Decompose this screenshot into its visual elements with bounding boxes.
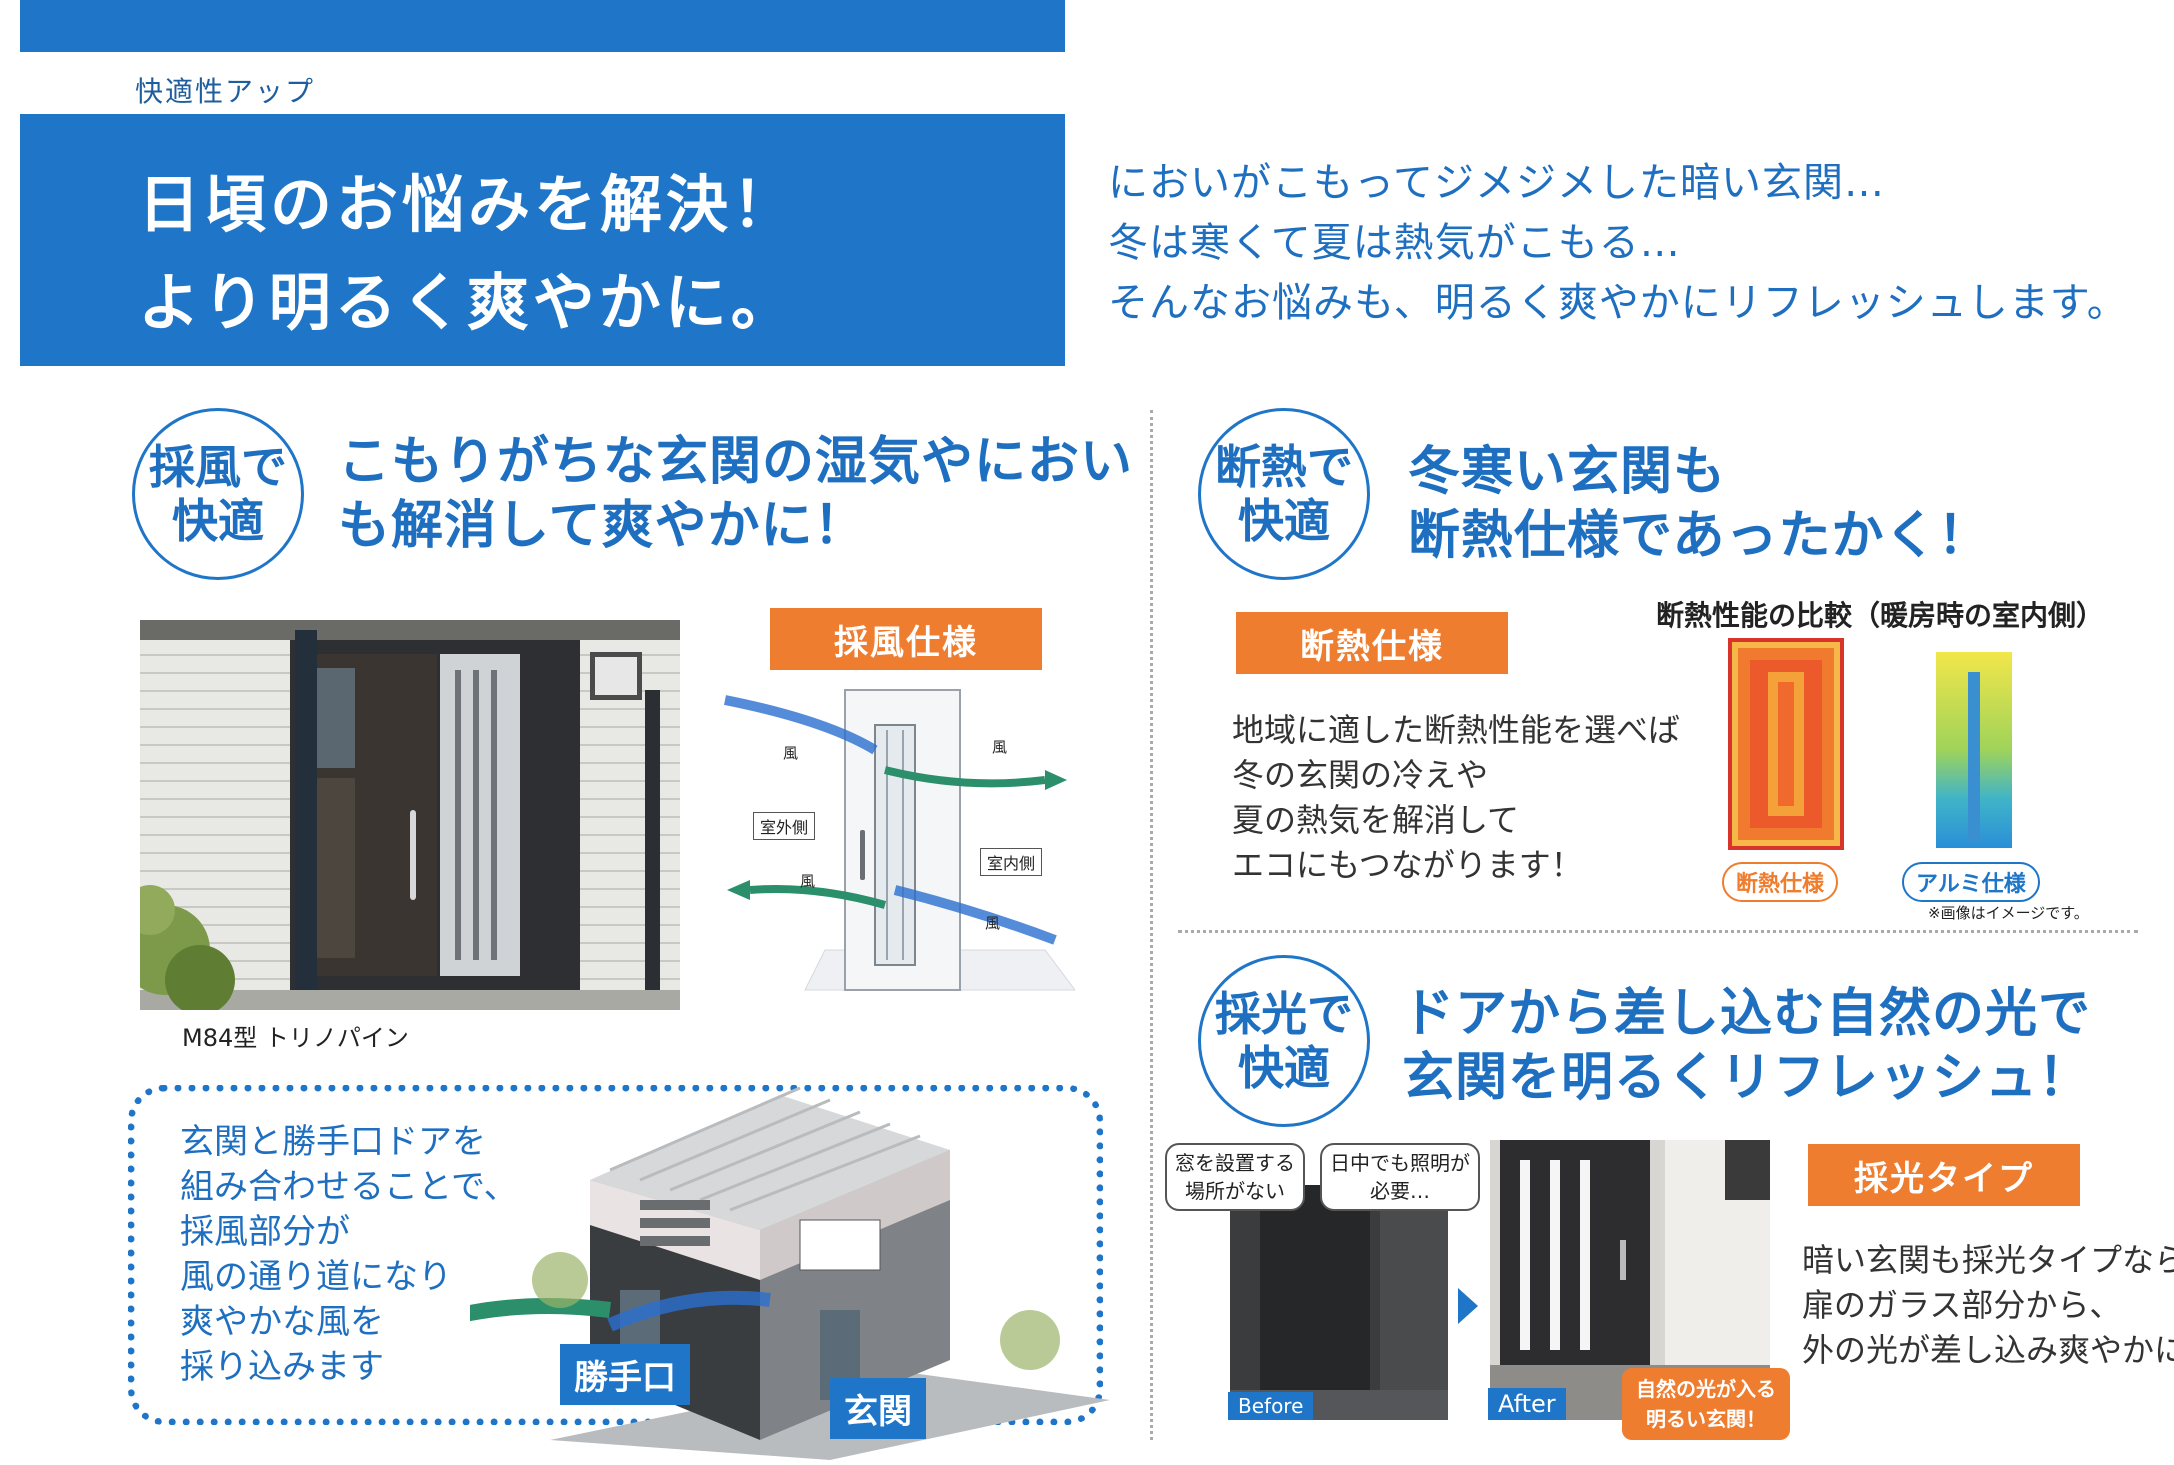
insulation-heading: 冬寒い玄関も 断熱仕様であったかく！ xyxy=(1408,440,1990,568)
aluminum-label: アルミ仕様 xyxy=(1902,862,2040,902)
insulation-body-line-4: エコにもつながります！ xyxy=(1232,846,1583,884)
daylight-heading-line-1: ドアから差し込む自然の光で xyxy=(1402,984,2092,1044)
ventilation-heading: こもりがちな玄関の湿気やにおい も解消して爽やかに！ xyxy=(338,430,1133,558)
insulation-badge-line-1: 断熱で xyxy=(1215,440,1353,494)
after-callout-line-1: 自然の光が入る xyxy=(1636,1377,1776,1401)
ventilation-diagram-svg xyxy=(724,689,1076,991)
door-photo-caption: M84型 トリノパイン xyxy=(182,1024,409,1052)
image-note: ※画像はイメージです。 xyxy=(1928,904,2089,922)
intro-line-1: においがこもってジメジメした暗い玄関… xyxy=(1108,160,1885,206)
combo-text-line-5: 爽やかな風を xyxy=(180,1302,384,1342)
inside-label: 室内側 xyxy=(980,848,1043,876)
back-door-tag: 勝手口 xyxy=(560,1344,690,1405)
insulation-spec-tag: 断熱仕様 xyxy=(1236,612,1508,674)
house-illustration-svg xyxy=(442,1086,1110,1460)
after-callout: 自然の光が入る 明るい玄関！ xyxy=(1622,1368,1790,1440)
daylight-badge: 採光で 快適 xyxy=(1198,955,1370,1127)
combo-text-line-2: 組み合わせることで、 xyxy=(180,1167,518,1207)
daylight-badge-line-2: 快適 xyxy=(1238,1041,1330,1095)
bubble-need-light-line-1: 日中でも照明が xyxy=(1330,1151,1470,1175)
bubble-no-window-line-2: 場所がない xyxy=(1185,1179,1285,1203)
ventilation-heading-line-2: も解消して爽やかに！ xyxy=(338,496,867,556)
door-photo xyxy=(140,620,680,1010)
daylight-heading: ドアから差し込む自然の光で 玄関を明るくリフレッシュ！ xyxy=(1402,982,2091,1110)
combo-text: 玄関と勝手口ドアを 組み合わせることで、 採風部分が 風の通り道になり 爽やかな… xyxy=(180,1120,518,1390)
ventilation-badge-line-1: 採風で xyxy=(149,440,287,494)
section-divider xyxy=(1178,930,2138,933)
wind-label-4: 風 xyxy=(985,914,1001,932)
combo-text-line-6: 採り込みます xyxy=(180,1347,384,1387)
intro-line-3: そんなお悩みも、明るく爽やかにリフレッシュします。 xyxy=(1108,280,2128,326)
insulation-body: 地域に適した断熱性能を選べば 冬の玄関の冷えや 夏の熱気を解消して エコにもつな… xyxy=(1232,708,1680,888)
ventilation-badge: 採風で 快適 xyxy=(132,408,304,580)
wind-label-2: 風 xyxy=(992,738,1008,756)
daylight-type-tag: 採光タイプ xyxy=(1808,1144,2080,1206)
aluminum-thermal-image xyxy=(1936,652,2012,848)
after-label: After xyxy=(1488,1388,1566,1420)
insulation-body-line-1: 地域に適した断熱性能を選べば xyxy=(1232,711,1681,749)
wind-label-3: 風 xyxy=(800,872,816,890)
insulated-thermal-image xyxy=(1728,638,1844,850)
insulated-thermal-svg xyxy=(1738,648,1834,840)
comparison-title: 断熱性能の比較（暖房時の室内側） xyxy=(1656,599,2105,632)
top-color-bar xyxy=(20,0,1065,52)
hero-banner: 日頃のお悩みを解決！ より明るく爽やかに。 xyxy=(20,114,1065,366)
daylight-body-line-2: 扉のガラス部分から、 xyxy=(1802,1286,2122,1324)
entrance-tag: 玄関 xyxy=(830,1378,926,1439)
aluminum-thermal-svg xyxy=(1936,652,2012,848)
ventilation-diagram: 風 風 風 風 室外側 室内側 xyxy=(715,680,1076,1010)
insulation-badge-line-2: 快適 xyxy=(1238,494,1330,548)
insulation-heading-line-2: 断熱仕様であったかく！ xyxy=(1408,506,1991,566)
combo-text-line-3: 採風部分が xyxy=(180,1212,350,1252)
hero-title-line-2: より明るく爽やかに。 xyxy=(138,266,797,339)
after-callout-line-2: 明るい玄関！ xyxy=(1646,1407,1766,1431)
arrow-right-icon xyxy=(1458,1288,1478,1324)
daylight-badge-line-1: 採光で xyxy=(1215,987,1353,1041)
before-label: Before xyxy=(1228,1392,1314,1420)
wind-label-1: 風 xyxy=(783,744,799,762)
door-photo-illustration xyxy=(140,620,680,1010)
bubble-no-window: 窓を設置する 場所がない xyxy=(1165,1143,1305,1211)
bubble-need-light-line-2: 必要… xyxy=(1370,1179,1430,1203)
category-label: 快適性アップ xyxy=(135,75,316,108)
insulation-body-line-3: 夏の熱気を解消して xyxy=(1232,801,1520,839)
ventilation-heading-line-1: こもりがちな玄関の湿気やにおい xyxy=(338,432,1134,492)
outside-label: 室外側 xyxy=(753,812,816,840)
bubble-no-window-line-1: 窓を設置する xyxy=(1175,1151,1295,1175)
daylight-body-line-3: 外の光が差し込み爽やかに！ xyxy=(1802,1331,2174,1369)
bubble-need-light: 日中でも照明が 必要… xyxy=(1320,1143,1480,1211)
daylight-body-line-1: 暗い玄関も採光タイプなら xyxy=(1802,1241,2174,1279)
daylight-heading-line-2: 玄関を明るくリフレッシュ！ xyxy=(1402,1048,2092,1108)
combo-text-line-4: 風の通り道になり xyxy=(180,1257,452,1297)
combo-text-line-1: 玄関と勝手口ドアを xyxy=(180,1122,486,1162)
combo-dotted-box xyxy=(128,1085,1103,1425)
insulation-heading-line-1: 冬寒い玄関も xyxy=(1408,442,1727,502)
hero-title-line-1: 日頃のお悩みを解決！ xyxy=(138,168,799,241)
before-photo-svg xyxy=(1230,1185,1448,1420)
ventilation-spec-tag: 採風仕様 xyxy=(770,608,1042,670)
insulation-badge: 断熱で 快適 xyxy=(1198,408,1370,580)
daylight-body: 暗い玄関も採光タイプなら 扉のガラス部分から、 外の光が差し込み爽やかに！ xyxy=(1802,1238,2174,1373)
ventilation-badge-line-2: 快適 xyxy=(172,494,264,548)
intro-line-2: 冬は寒くて夏は熱気がこもる… xyxy=(1108,220,1681,266)
insulated-label: 断熱仕様 xyxy=(1722,862,1839,902)
insulation-body-line-2: 冬の玄関の冷えや xyxy=(1232,756,1489,794)
house-illustration xyxy=(442,1040,1110,1460)
before-photo xyxy=(1230,1185,1448,1420)
column-divider xyxy=(1150,410,1153,1440)
